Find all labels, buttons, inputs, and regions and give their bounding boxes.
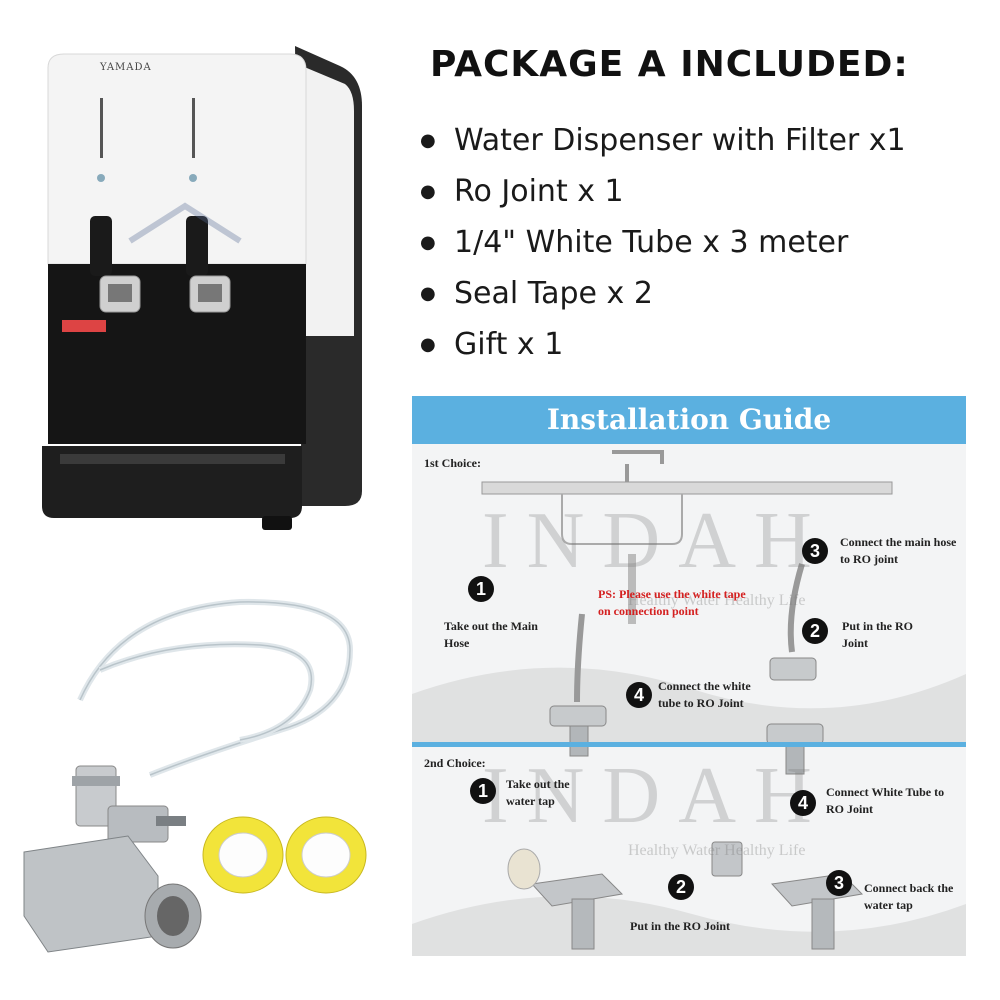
step-number-2b: 2 (668, 874, 694, 900)
step-number-1: 1 (468, 576, 494, 602)
package-item: Ro Joint x 1 (420, 169, 990, 220)
second-step-4: Connect White Tube to RO Joint (826, 785, 945, 816)
watermark-sub-2: Healthy Water Healthy Life (628, 842, 806, 859)
step-number-4b: 4 (790, 790, 816, 816)
second-step-2: Put in the RO Joint (630, 919, 731, 933)
second-step-3: Connect back the water tap (864, 881, 954, 912)
first-choice-label: 1st Choice: (424, 456, 481, 470)
first-step-1: Take out the Main Hose (444, 619, 538, 650)
package-title: PACKAGE A INCLUDED: (430, 44, 909, 85)
first-note: PS: Please use the white tape on connect… (598, 587, 746, 618)
guide-title: Installation Guide (412, 396, 966, 444)
first-step-4: Connect the white tube to RO Joint (658, 679, 751, 710)
package-item: 1/4" White Tube x 3 meter (420, 220, 990, 271)
package-list: Water Dispenser with Filter x1 Ro Joint … (420, 118, 990, 373)
water-dispenser-image (42, 46, 362, 530)
step-number-3b: 3 (826, 870, 852, 896)
watermark-2: INDAH (482, 752, 830, 840)
step-number-2: 2 (802, 618, 828, 644)
package-item: Seal Tape x 2 (420, 271, 990, 322)
package-item: Gift x 1 (420, 322, 990, 373)
step-number-4: 4 (626, 682, 652, 708)
second-step-1: Take out the water tap (506, 777, 570, 808)
step-number-3: 3 (802, 538, 828, 564)
section-divider (412, 742, 966, 747)
first-step-2: Put in the RO Joint (842, 619, 914, 650)
step-number-1b: 1 (470, 778, 496, 804)
package-item: Water Dispenser with Filter x1 (420, 118, 990, 169)
first-step-3: Connect the main hose to RO joint (840, 535, 957, 566)
white-tube-image (77, 598, 354, 778)
seal-tape-image (202, 816, 367, 894)
second-choice-label: 2nd Choice: (424, 756, 486, 770)
ro-joint-image (23, 765, 202, 953)
watermark-sub-1: Healthy Water Healthy Life (628, 592, 806, 609)
guide-illustration (412, 450, 966, 956)
installation-guide: Installation Guide INDAH Healthy Water H… (412, 396, 966, 956)
watermark-1: INDAH (482, 497, 830, 585)
dispenser-brand: YAMADA (100, 62, 152, 73)
